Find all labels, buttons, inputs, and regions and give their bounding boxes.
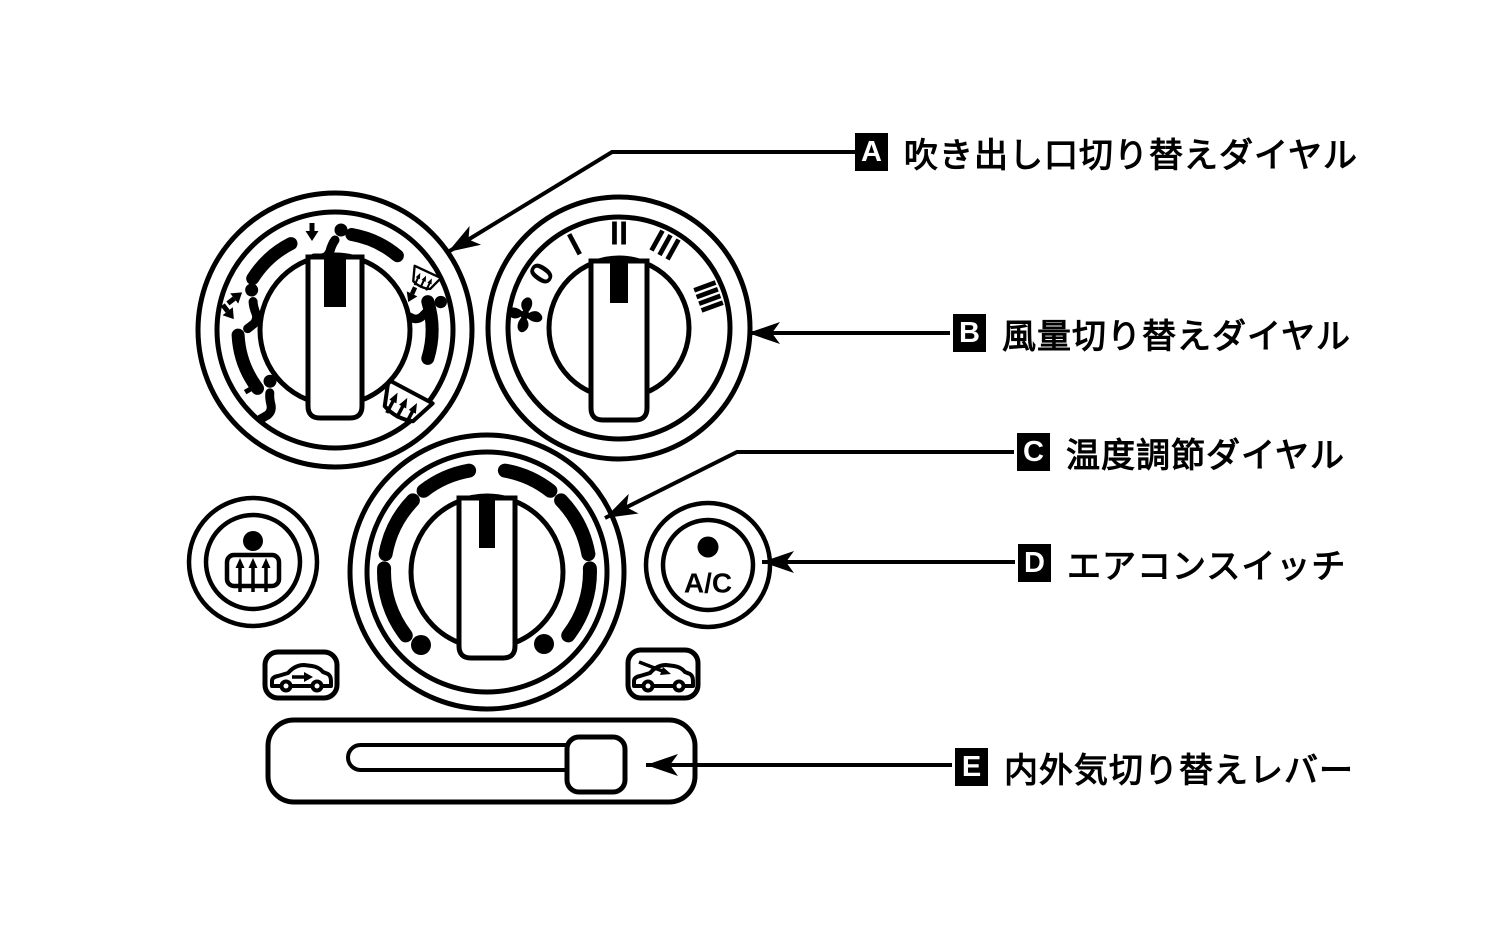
leader-line-a [446, 150, 855, 254]
temperature-cold-dot [411, 635, 431, 655]
fresh-air-button [625, 647, 701, 701]
air-outlet-dial [195, 190, 475, 470]
temperature-dial [347, 432, 627, 712]
callout-a-label: 吹き出し口切り替えダイヤル [904, 136, 1358, 175]
air-source-slider [265, 717, 698, 805]
ac-indicator-dot [697, 536, 719, 558]
rear-defrost-icon [224, 552, 282, 592]
rear-defrost-button [186, 495, 320, 629]
air-outlet-dial-pointer [324, 257, 346, 307]
fresh-air-car-icon [632, 660, 695, 693]
fan-tick-2: II [610, 215, 628, 252]
leader-lines [446, 150, 1015, 776]
temperature-dial-knob [408, 493, 566, 661]
callout-b-label: 風量切り替えダイヤル [1002, 317, 1351, 356]
callout-a-key: A [855, 133, 888, 171]
recirculation-button [262, 649, 340, 701]
callout-c: C 温度調節ダイヤル [1017, 433, 1345, 475]
temperature-dial-pointer [479, 498, 495, 548]
rear-defrost-indicator-dot [243, 531, 263, 551]
ac-button: A/C [643, 500, 773, 630]
callout-d-label: エアコンスイッチ [1067, 547, 1347, 586]
callout-e: E 内外気切り替えレバー [955, 748, 1354, 790]
air-outlet-dial-arcs [231, 228, 439, 395]
callout-a: A 吹き出し口切り替えダイヤル [855, 133, 1358, 175]
fan-speed-dial-pointer [610, 261, 628, 303]
fan-speed-dial-knob [546, 255, 692, 423]
ac-label: A/C [684, 568, 732, 599]
callout-d: D エアコンスイッチ [1018, 544, 1346, 586]
air-outlet-dial-knob [257, 252, 413, 421]
temperature-hot-dot [534, 634, 554, 654]
callout-b-key: B [953, 314, 986, 352]
callout-c-label: 温度調節ダイヤル [1066, 436, 1345, 475]
callout-b: B 風量切り替えダイヤル [953, 314, 1351, 356]
fan-speed-dial: 0 I II III IIII [485, 194, 753, 462]
temperature-dial-scale [377, 463, 597, 643]
callout-e-key: E [955, 748, 988, 786]
leader-line-c [604, 450, 1014, 520]
slider-knob [564, 734, 628, 795]
callout-e-label: 内外気切り替えレバー [1004, 751, 1354, 790]
callout-d-key: D [1018, 544, 1051, 582]
callout-c-key: C [1017, 433, 1050, 471]
recirculation-car-icon [270, 663, 333, 693]
